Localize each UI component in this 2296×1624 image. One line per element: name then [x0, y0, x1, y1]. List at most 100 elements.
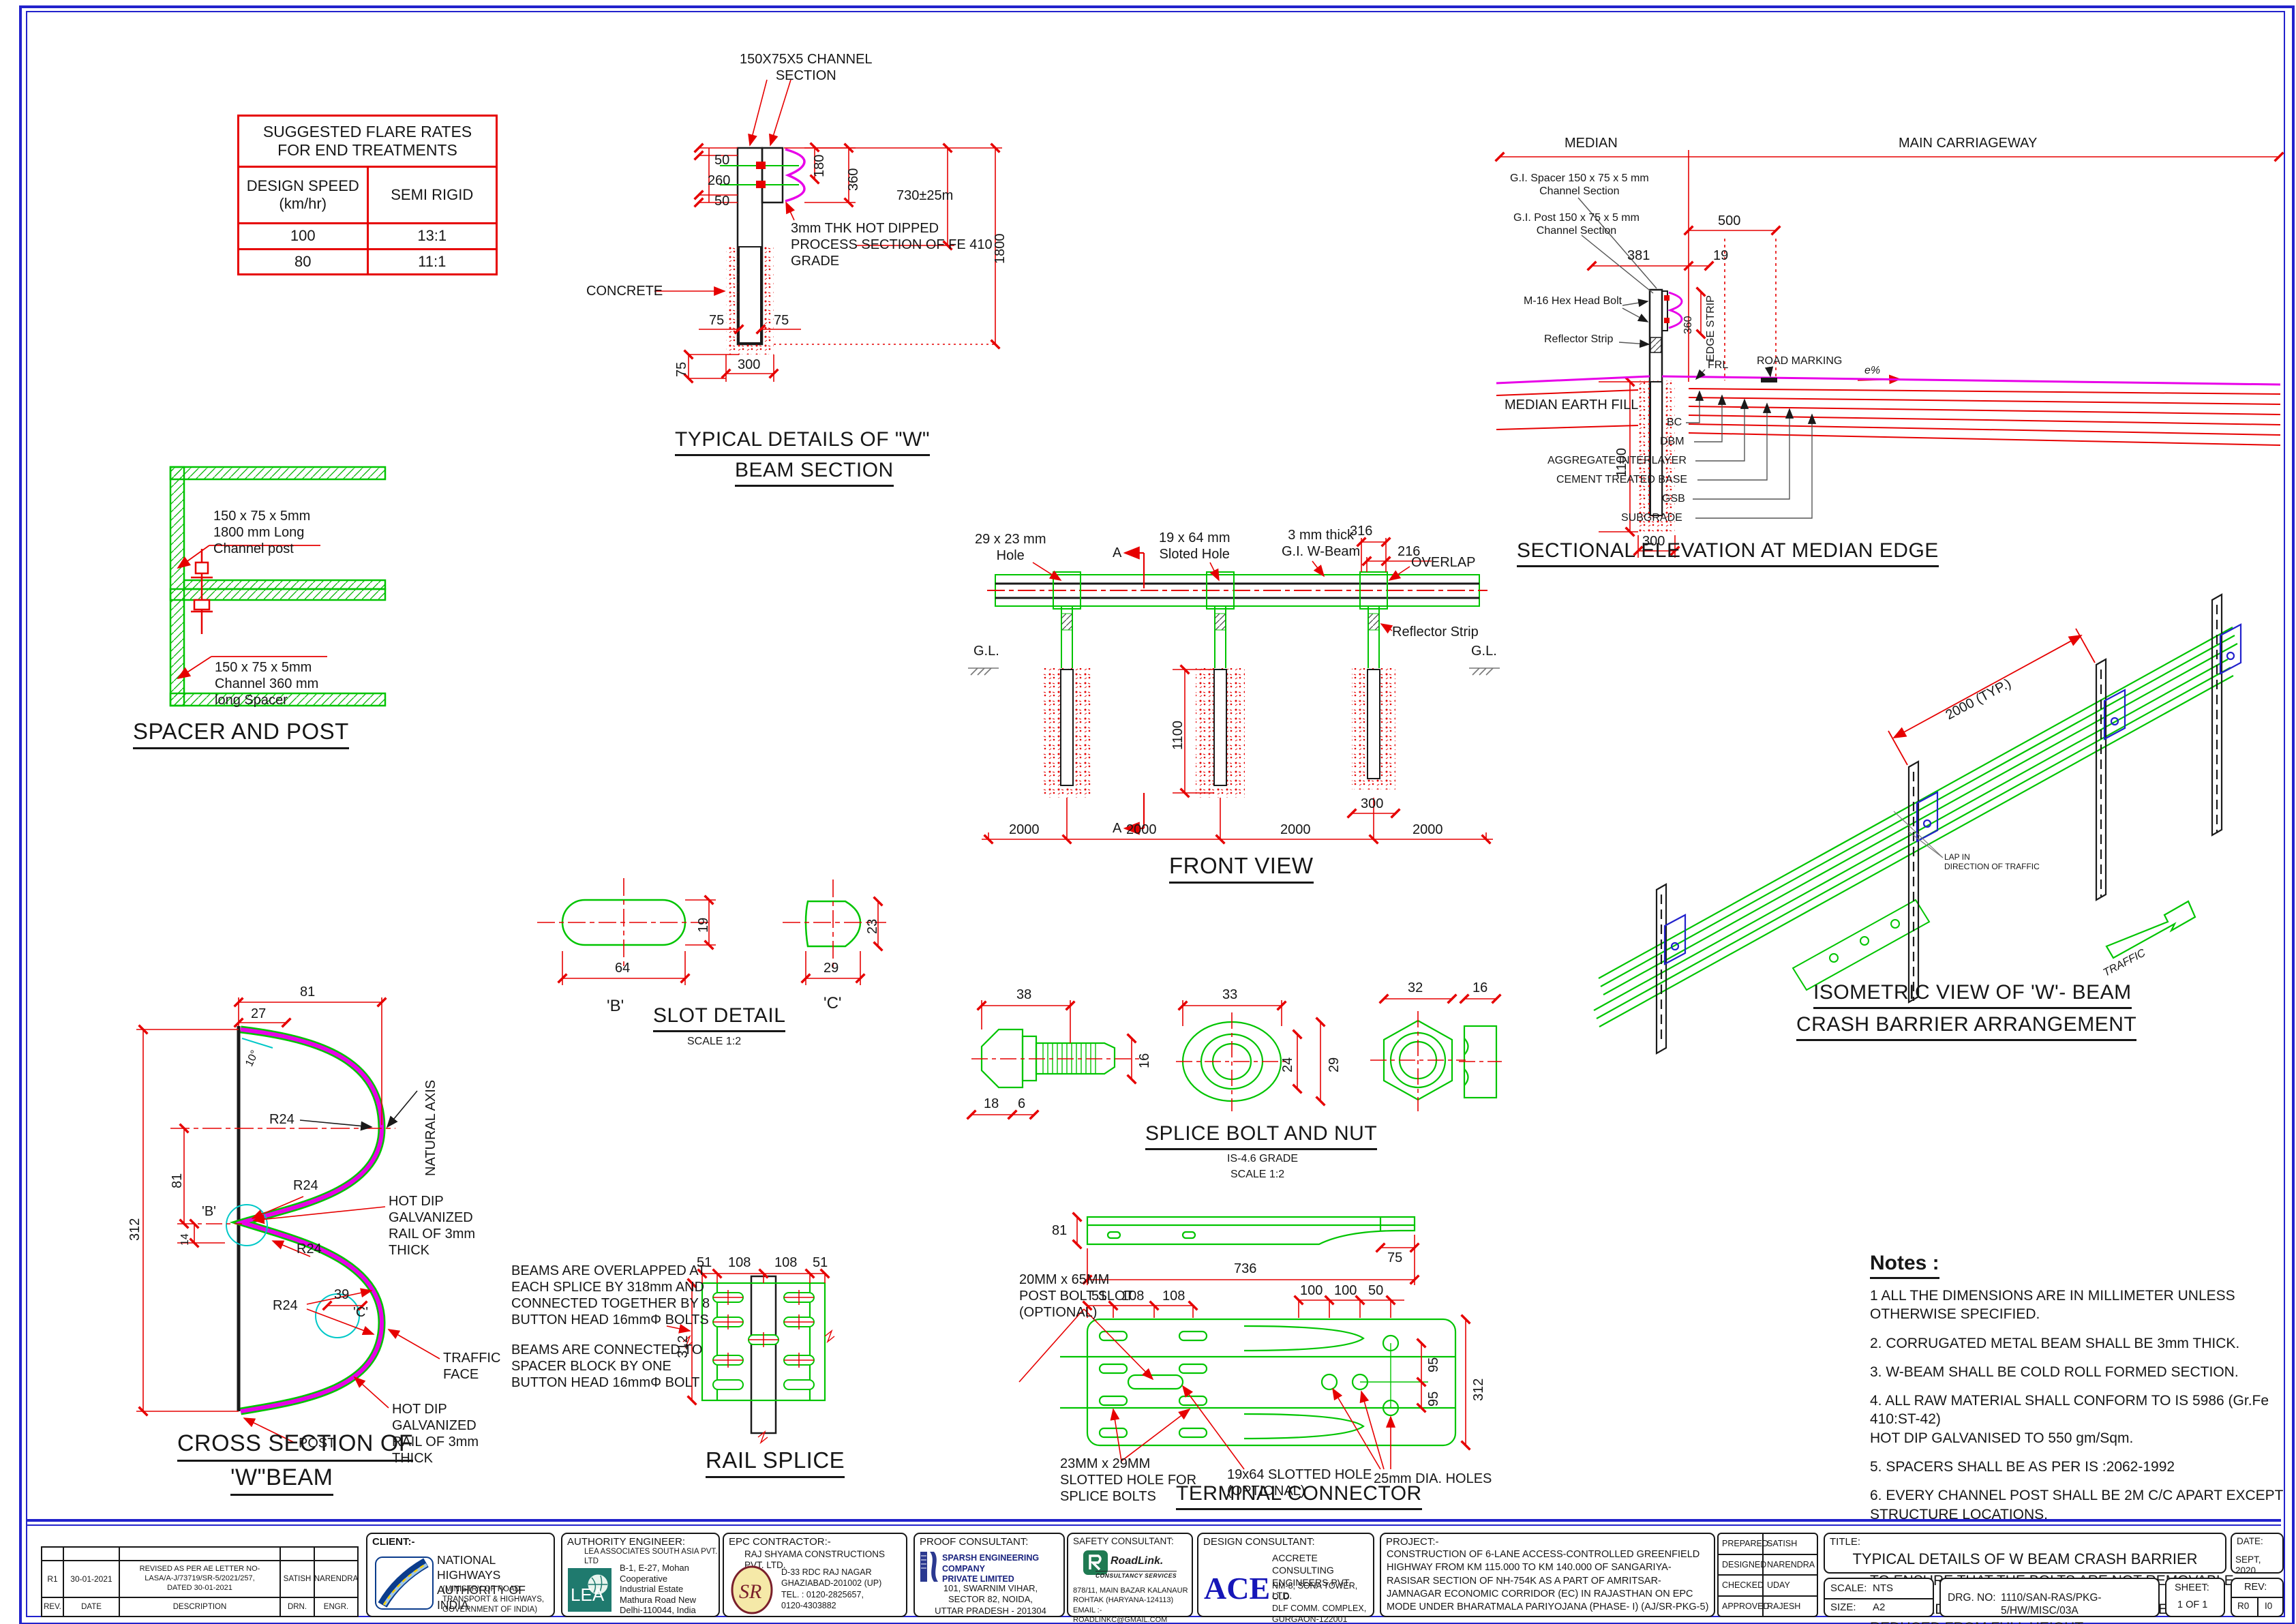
side-view — [1086, 1216, 1416, 1246]
col-design-speed: DESIGN SPEED (km/hr) — [246, 177, 359, 212]
rev-label: REV: — [2244, 1582, 2267, 1593]
client-panel: CLIENT:- NATIONAL HIGHWAYS AUTHORITY OF … — [366, 1533, 555, 1617]
view-front: 29 x 23 mm Hole 19 x 64 mm Sloted Hole 3… — [968, 522, 1507, 893]
view-median-elevation: MEDIAN MAIN CARRIAGEWAY G.I. Spacer 150 … — [1494, 130, 2284, 569]
r24-2: R24 — [293, 1178, 318, 1193]
notes-section: Notes : 1 ALL THE DIMENSIONS ARE IN MILL… — [1851, 1251, 2291, 1624]
splice-bolt-drawing — [966, 993, 1502, 1120]
view-rail-splice: BEAMS ARE OVERLAPPED AT EACH SPLICE BY 3… — [511, 1254, 845, 1479]
h-engr: ENGR. — [314, 1598, 357, 1616]
notes-heading: Notes : — [1870, 1251, 1939, 1279]
dim-312: 312 — [676, 1335, 691, 1358]
dim-19: 19 — [1713, 248, 1729, 263]
h-rev: REV. — [44, 1603, 61, 1611]
terminal-piece — [1792, 899, 1931, 991]
label-c: 'C' — [824, 994, 842, 1012]
dim-75: 75 — [1387, 1250, 1403, 1265]
dim-16-side: 16 — [1137, 1053, 1152, 1068]
dim-95-a: 95 — [1426, 1357, 1441, 1372]
dim-100-a: 100 — [1300, 1283, 1323, 1298]
dim-2000-2: 2000 — [1126, 822, 1157, 837]
view-terminal-connector: 81 75 736 20MM x 65MM POST BOLT SLOT (OP… — [1018, 1203, 1496, 1510]
dim-81-top: 81 — [300, 984, 316, 999]
layer-ctb: CEMENT TREATED BASE — [1556, 474, 1688, 485]
dim-50-bot: 50 — [714, 194, 730, 209]
epc-address: D-33 RDC RAJ NAGAR GHAZIABAD-201002 (UP)… — [781, 1567, 882, 1610]
design-consultant-panel: DESIGN CONSULTANT: ACE ACCRETE CONSULTIN… — [1197, 1533, 1374, 1624]
name-checked: UDAY — [1767, 1580, 1790, 1591]
svg-text:SR: SR — [739, 1580, 761, 1603]
note-5: 5. SPACERS SHALL BE AS PER IS :2062-1992 — [1870, 1459, 2175, 1475]
note-4: 4. ALL RAW MATERIAL SHALL CONFORM TO IS … — [1870, 1393, 2269, 1446]
gi-spacer-label: G.I. Spacer 150 x 75 x 5 mm Channel Sect… — [1510, 172, 1649, 198]
dim-312: 312 — [127, 1218, 142, 1241]
rate-11-1: 11:1 — [366, 250, 496, 273]
r24-3: R24 — [297, 1242, 322, 1257]
dim-51-l: 51 — [697, 1255, 712, 1270]
proof-consultant-panel: PROOF CONSULTANT: SPARSH ENGINEERING COM… — [913, 1533, 1065, 1617]
median-label: MEDIAN — [1565, 136, 1618, 151]
wbeam-label: 3 mm thick G.I. W-Beam — [1282, 528, 1361, 559]
beam-section-drawing — [654, 79, 1002, 384]
rail-splice-drawing — [666, 1268, 835, 1445]
dim-33: 33 — [1222, 987, 1238, 1002]
note-2: 2. CORRUGATED METAL BEAM SHALL BE 3mm TH… — [1870, 1335, 2240, 1351]
flare-table-title: SUGGESTED FLARE RATES FOR END TREATMENTS — [262, 123, 472, 159]
size-value: A2 — [1873, 1602, 1886, 1613]
h-drn: DRN. — [280, 1598, 314, 1616]
beam-section-title2: BEAM SECTION — [735, 458, 894, 487]
rev-divider-v — [2257, 1597, 2259, 1616]
gl-marks — [968, 667, 1500, 676]
post-bolt-slot-label: 20MM x 65MM POST BOLT SLOT (OPTIONAL) — [1019, 1272, 1134, 1320]
dim-730: 730±25m — [896, 188, 954, 203]
speed-100: 100 — [290, 227, 316, 245]
lap-leader — [1893, 811, 1944, 858]
dim-16-nut: 16 — [1472, 980, 1488, 995]
rail-splice-note2: BEAMS ARE CONNECTED TO SPACER BLOCK BY O… — [511, 1342, 703, 1390]
size-label: SIZE: — [1830, 1602, 1856, 1613]
rev-description: REVISED AS PER AE LETTER NO- LASA/A-J/73… — [119, 1561, 280, 1597]
cross-section-drawing — [136, 997, 440, 1443]
spacers — [1663, 623, 2242, 965]
note-6: 6. EVERY CHANNEL POST SHALL BE 2M C/C AP… — [1870, 1488, 2284, 1522]
bolt — [191, 549, 213, 634]
isometric-drawing — [1593, 593, 2242, 1055]
posts — [1655, 593, 2223, 1055]
overlap-label: OVERLAP — [1411, 555, 1476, 570]
drg-label: DRG. NO: — [1948, 1592, 1996, 1604]
dim-75-left: 75 — [709, 313, 725, 328]
dim-19: 19 — [696, 917, 711, 933]
r24-leader — [299, 1119, 373, 1131]
slot-detail-title: SLOT DETAIL — [653, 1004, 786, 1032]
post-label: POST — [299, 1436, 336, 1451]
date-panel: DATE: SEPT, 2020 — [2231, 1533, 2284, 1576]
role-checked: CHECKED — [1719, 1576, 1764, 1595]
m16-bolt-label: M-16 Hex Head Bolt — [1524, 295, 1622, 307]
dim-2000-3: 2000 — [1280, 822, 1311, 837]
front-view-title: FRONT VIEW — [1169, 852, 1314, 884]
section-a-bot: A — [1113, 821, 1122, 836]
ae-header: AUTHORITY ENGINEER: — [567, 1536, 686, 1548]
road-marking-label: ROAD MARKING — [1757, 355, 1843, 367]
dim-29: 29 — [824, 961, 839, 976]
cross-section-title2: 'W"BEAM — [230, 1464, 333, 1496]
note-1: 1 ALL THE DIMENSIONS ARE IN MILLIMETER U… — [1870, 1288, 2235, 1323]
dia-holes-label: 25mm DIA. HOLES — [1374, 1471, 1492, 1486]
w-profile — [229, 1025, 386, 1415]
dim-24: 24 — [1280, 1057, 1295, 1072]
label-c: 'C' — [353, 1305, 369, 1320]
design-name: ACCRETE CONSULTING ENGINEERS PVT. LTD. — [1272, 1552, 1351, 1601]
drawing-title: TYPICAL DETAILS OF W BEAM CRASH BARRIER — [1852, 1550, 2198, 1567]
gl-left: G.L. — [973, 644, 999, 659]
front-view-drawing — [968, 537, 1500, 845]
spacer-post-title: SPACER AND POST — [133, 718, 349, 749]
channel-spacer-label: 150 x 75 x 5mm Channel 360 mm long Space… — [215, 660, 319, 708]
view-beam-section: 150X75X5 CHANNEL SECTION 50 260 50 180 3… — [586, 51, 1029, 494]
sheet-value: 1 OF 1 — [2177, 1599, 2208, 1610]
dim-1800: 1800 — [993, 233, 1008, 265]
dims — [966, 993, 1502, 1120]
h-date: DATE — [63, 1598, 119, 1616]
dim-381: 381 — [1627, 248, 1650, 263]
